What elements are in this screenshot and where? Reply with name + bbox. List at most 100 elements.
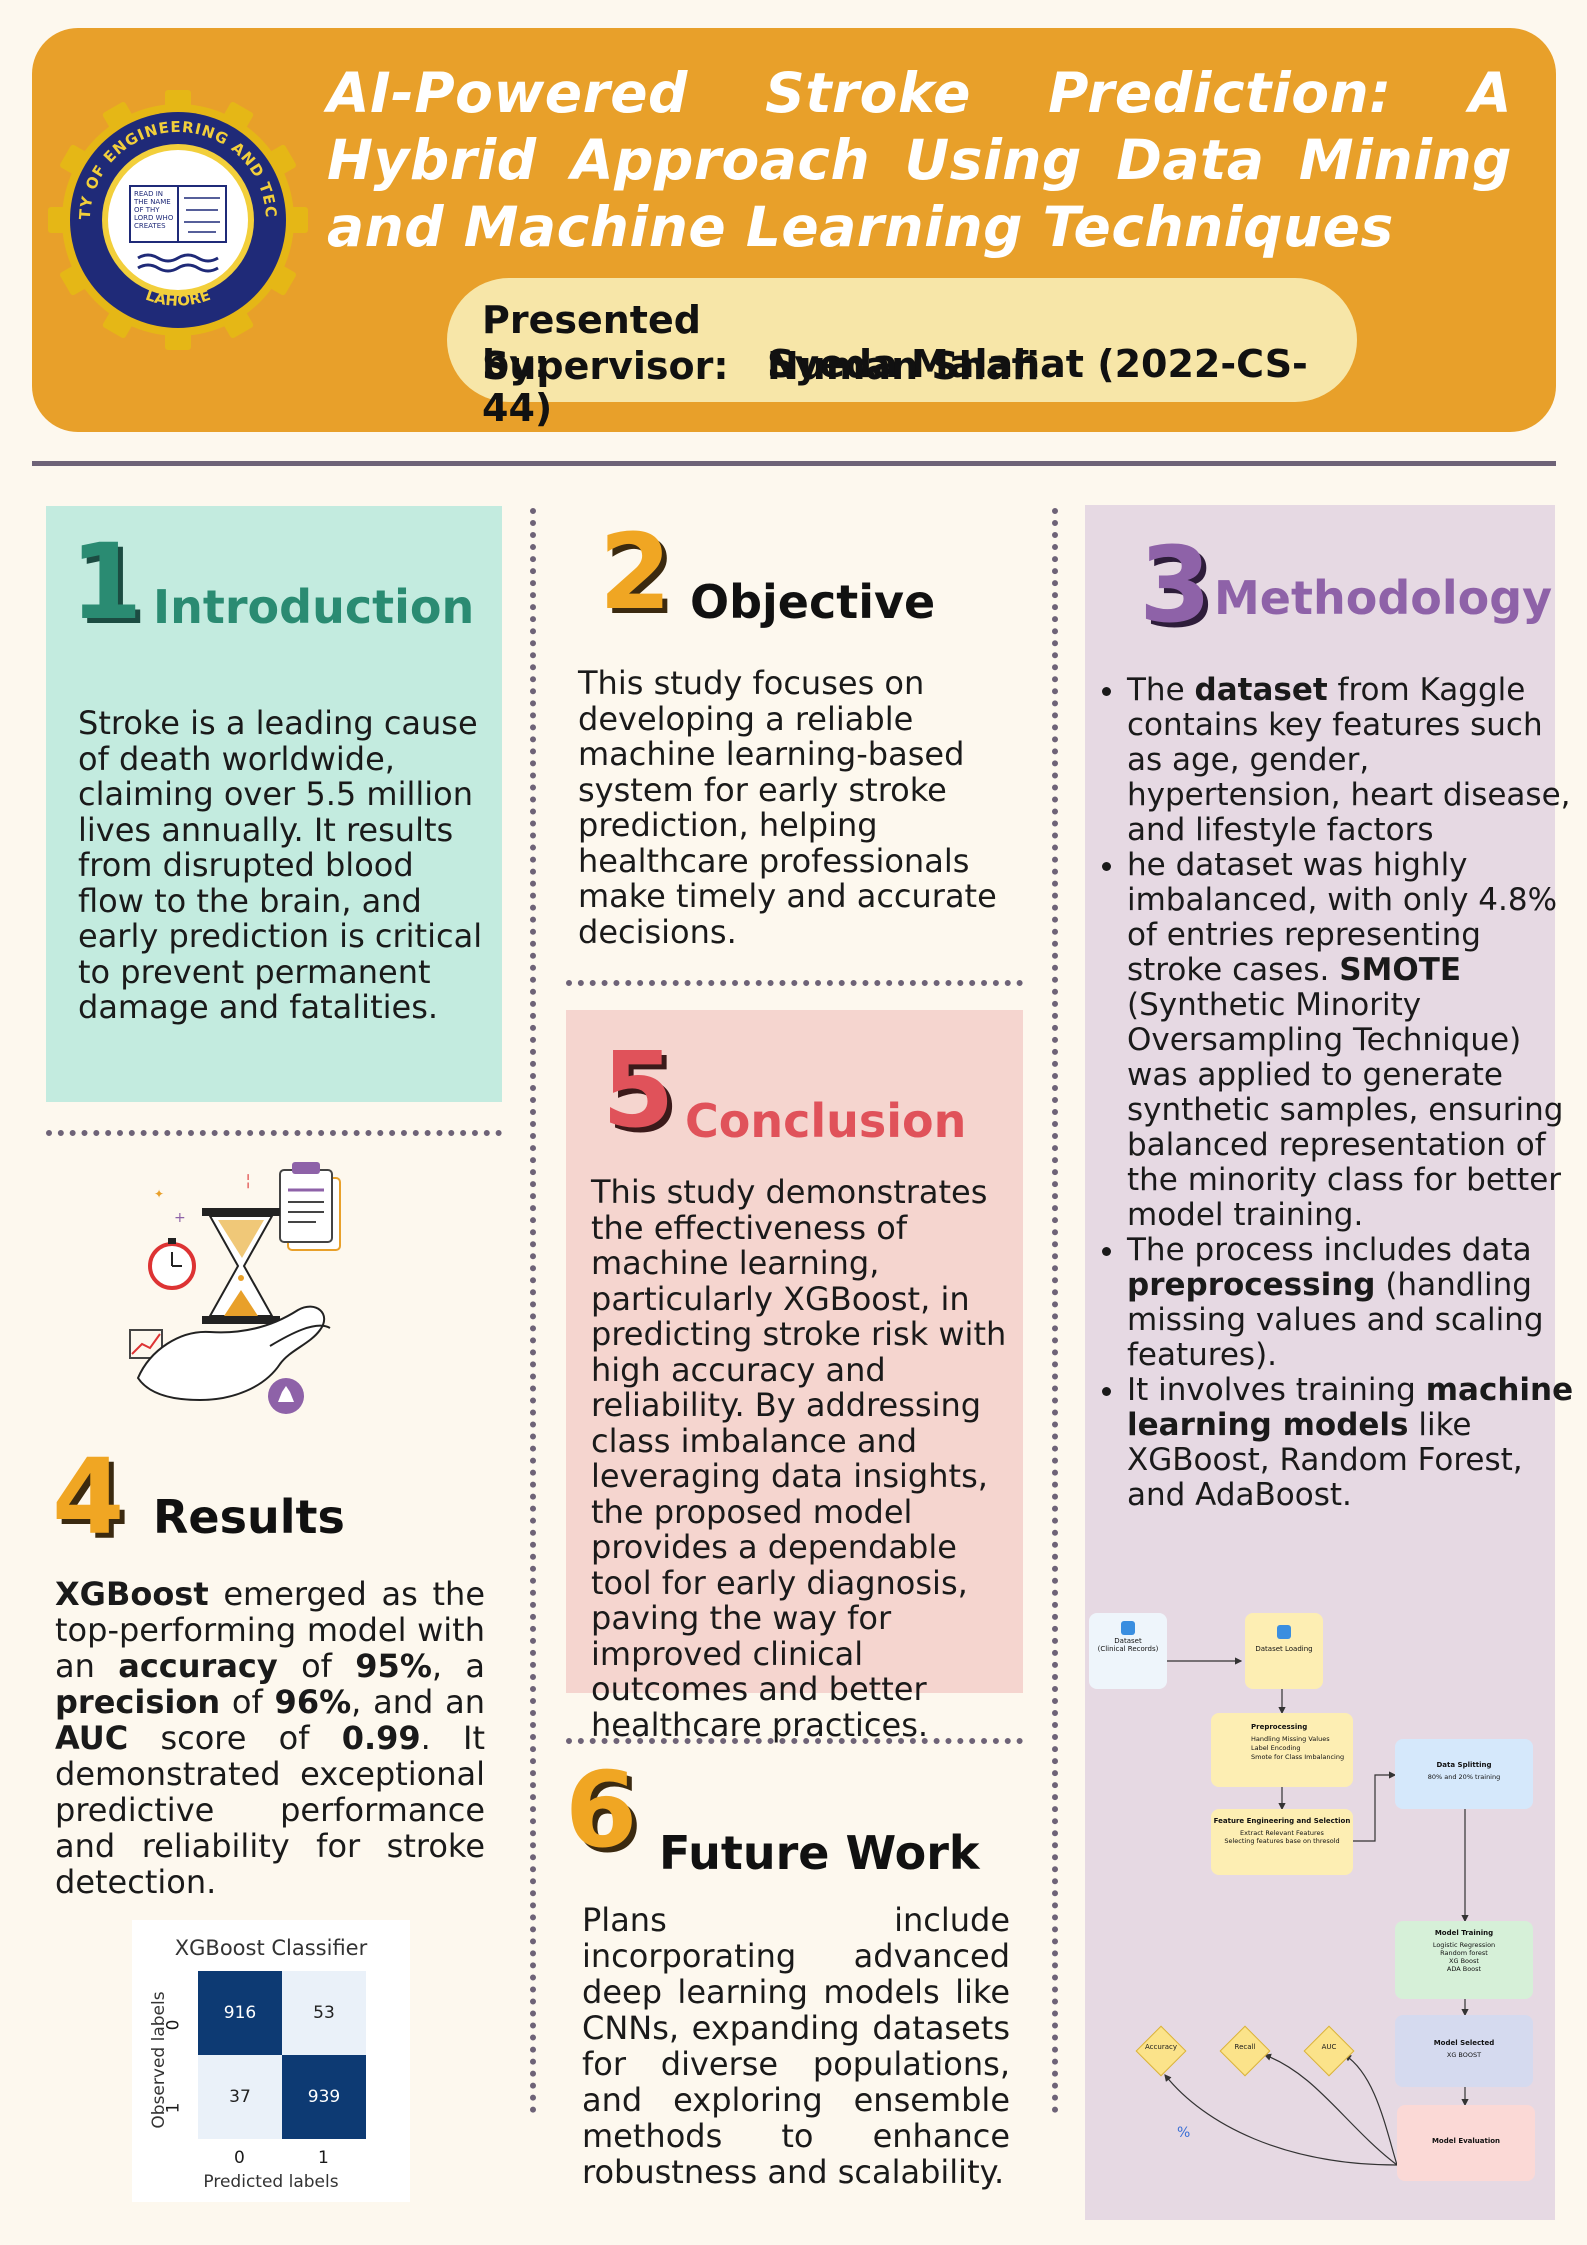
methodology-panel: 3 Methodology The dataset from Kaggle co… bbox=[1085, 505, 1573, 2220]
methodology-heading: Methodology bbox=[1214, 571, 1553, 625]
header-divider bbox=[32, 461, 1556, 466]
results-accuracy-label: accuracy bbox=[118, 1647, 278, 1685]
cm-cell-0-0: 916 bbox=[198, 1971, 282, 2055]
flow-fe-title: Feature Engineering and Selection bbox=[1213, 1817, 1351, 1825]
results-number: 4 bbox=[52, 1436, 125, 1558]
cm-ytick-1: 1 bbox=[163, 2102, 184, 2114]
svg-text:+: + bbox=[174, 1210, 186, 1226]
results-precision-label: precision bbox=[55, 1683, 221, 1721]
methodology-item-dataset: The dataset from Kaggle contains key fea… bbox=[1127, 673, 1582, 848]
university-logo: UNIVERSITY OF ENGINEERING AND TECHNOLOGY… bbox=[48, 90, 308, 350]
flowchart-connectors bbox=[1164, 1657, 1469, 2166]
introduction-body: Stroke is a leading cause of death world… bbox=[78, 704, 483, 1026]
introduction-panel: 1 Introduction Stroke is a leading cause… bbox=[46, 506, 502, 1102]
objective-heading: Objective bbox=[690, 575, 936, 629]
flow-preprocessing: Preprocessing Handling Missing Values La… bbox=[1211, 1713, 1353, 1787]
flow-train-title: Model Training bbox=[1434, 1929, 1494, 1937]
confusion-matrix: XGBoost Classifier Observed labels 0 1 9… bbox=[132, 1920, 410, 2202]
future-work-number: 6 bbox=[565, 1749, 638, 1871]
separator-intro bbox=[46, 1130, 502, 1136]
percent-icon: % bbox=[1177, 2125, 1191, 2141]
li-text: (handling missing values and scaling fea… bbox=[1127, 1267, 1544, 1373]
methodology-list: The dataset from Kaggle contains key fea… bbox=[1085, 673, 1582, 1513]
presented-by-row: Presented by:Syeda Malahat (2022-CS-44) bbox=[482, 298, 1357, 430]
flow-data-splitting: Data Splitting 80% and 20% training bbox=[1395, 1739, 1533, 1809]
results-auc-label: AUC bbox=[55, 1719, 129, 1757]
metric-accuracy: Accuracy bbox=[1145, 2043, 1177, 2051]
methodology-number: 3 bbox=[1139, 524, 1212, 646]
li-text: The bbox=[1127, 672, 1195, 708]
flow-pre-item: Smote for Class Imbalancing bbox=[1251, 1753, 1345, 1761]
methodology-item-smote: he dataset was highly imbalanced, with o… bbox=[1127, 848, 1582, 1233]
conclusion-heading: Conclusion bbox=[685, 1094, 967, 1148]
future-work-heading: Future Work bbox=[659, 1826, 980, 1880]
flow-split-title: Data Splitting bbox=[1436, 1761, 1492, 1769]
flow-model-training: Model Training Logistic Regression Rando… bbox=[1395, 1921, 1533, 1999]
supervisor-row: Supervisor: Numan Shafi bbox=[482, 344, 1040, 388]
cm-ylabel: Observed labels bbox=[149, 1991, 169, 2129]
results-text: of bbox=[277, 1647, 356, 1685]
conclusion-body: This study demonstrates the effectivenes… bbox=[591, 1173, 1007, 1744]
supervisor-name: Numan Shafi bbox=[767, 344, 1040, 388]
flow-train-item: ADA Boost bbox=[1446, 1965, 1482, 1973]
svg-text:LAHORE: LAHORE bbox=[143, 286, 212, 310]
cm-cell-0-1: 53 bbox=[282, 1971, 366, 2055]
flow-loading-label: Dataset Loading bbox=[1255, 1645, 1313, 1653]
metric-auc: AUC bbox=[1321, 2043, 1337, 2051]
methodology-flowchart: Dataset (Clinical Records) Dataset Loadi… bbox=[1085, 1605, 1555, 2205]
li-text: from Kaggle contains key features such a… bbox=[1127, 672, 1571, 848]
conclusion-number: 5 bbox=[602, 1029, 675, 1151]
results-auc-value: 0.99 bbox=[341, 1719, 421, 1757]
li-bold: SMOTE bbox=[1339, 952, 1462, 988]
poster-title: AI-Powered Stroke Prediction: A Hybrid A… bbox=[327, 61, 1512, 259]
introduction-heading: Introduction bbox=[153, 580, 475, 634]
cm-xlabel: Predicted labels bbox=[203, 2172, 339, 2192]
li-bold: machine learning models bbox=[1127, 1372, 1574, 1443]
results-body: XGBoost emerged as the top-performing mo… bbox=[55, 1576, 485, 1900]
hourglass-hand-illustration: + ✦ ╎ bbox=[129, 1162, 341, 1414]
introduction-number: 1 bbox=[70, 521, 143, 643]
results-heading: Results bbox=[153, 1490, 345, 1544]
flow-train-item: Random forest bbox=[1440, 1949, 1488, 1957]
li-bold: preprocessing bbox=[1127, 1267, 1376, 1303]
li-text: (Synthetic Minority Oversampling Techniq… bbox=[1127, 987, 1564, 1233]
results-text: . It demonstrated exceptional predictive… bbox=[55, 1719, 485, 1901]
flow-model-evaluation: Model Evaluation bbox=[1397, 2105, 1535, 2181]
supervisor-label: Supervisor: bbox=[482, 344, 729, 388]
flow-loading: Dataset Loading bbox=[1245, 1613, 1323, 1689]
conclusion-panel: 5 Conclusion This study demonstrates the… bbox=[566, 1010, 1023, 1742]
li-text: he dataset was highly imbalanced, with o… bbox=[1127, 847, 1558, 988]
flow-selected-title: Model Selected bbox=[1433, 2039, 1495, 2047]
flow-split-sub: 80% and 20% training bbox=[1427, 1773, 1501, 1781]
cm-cell-1-0: 37 bbox=[198, 2055, 282, 2139]
flow-model-selected: Model Selected XG BOOST bbox=[1395, 2015, 1533, 2087]
flow-fe-item: Selecting features base on thresold bbox=[1224, 1837, 1340, 1845]
flow-pre-title: Preprocessing bbox=[1251, 1723, 1308, 1731]
column-separator-left bbox=[530, 508, 536, 2114]
presenter-name: Syeda Malahat (2022-CS-44) bbox=[482, 342, 1308, 430]
flow-dataset-label: Dataset (Clinical Records) bbox=[1097, 1637, 1159, 1653]
svg-text:╎: ╎ bbox=[244, 1174, 252, 1190]
objective-number: 2 bbox=[599, 511, 672, 633]
methodology-item-models: It involves training machine learning mo… bbox=[1127, 1373, 1582, 1513]
flow-eval-title: Model Evaluation bbox=[1431, 2137, 1501, 2145]
future-work-body: Plans include incorporating advanced dee… bbox=[582, 1901, 1010, 2191]
results-text: of bbox=[220, 1683, 275, 1721]
results-text: , and an bbox=[351, 1683, 485, 1721]
objective-body: This study focuses on developing a relia… bbox=[578, 664, 997, 951]
results-model-name: XGBoost bbox=[55, 1575, 209, 1613]
results-text: emerged as the top-performing model with… bbox=[55, 1575, 485, 1685]
database-icon bbox=[1121, 1621, 1135, 1635]
cm-xtick-0: 0 bbox=[234, 2148, 245, 2168]
separator-conclusion bbox=[566, 1738, 1023, 1744]
flow-pre-items: Handling Missing Values Label Encoding S… bbox=[1251, 1735, 1353, 1762]
flow-pre-item: Label Encoding bbox=[1251, 1744, 1301, 1752]
li-text: like XGBoost, Random Forest, and AdaBoos… bbox=[1127, 1407, 1523, 1513]
loading-icon bbox=[1277, 1625, 1291, 1639]
results-text: score of bbox=[128, 1719, 342, 1757]
results-accuracy-value: 95% bbox=[355, 1647, 432, 1685]
flow-train-item: XG Boost bbox=[1449, 1957, 1479, 1965]
presented-by-label: Presented by: bbox=[482, 298, 701, 386]
cm-xtick-1: 1 bbox=[318, 2148, 329, 2168]
column-separator-right bbox=[1052, 508, 1058, 2114]
